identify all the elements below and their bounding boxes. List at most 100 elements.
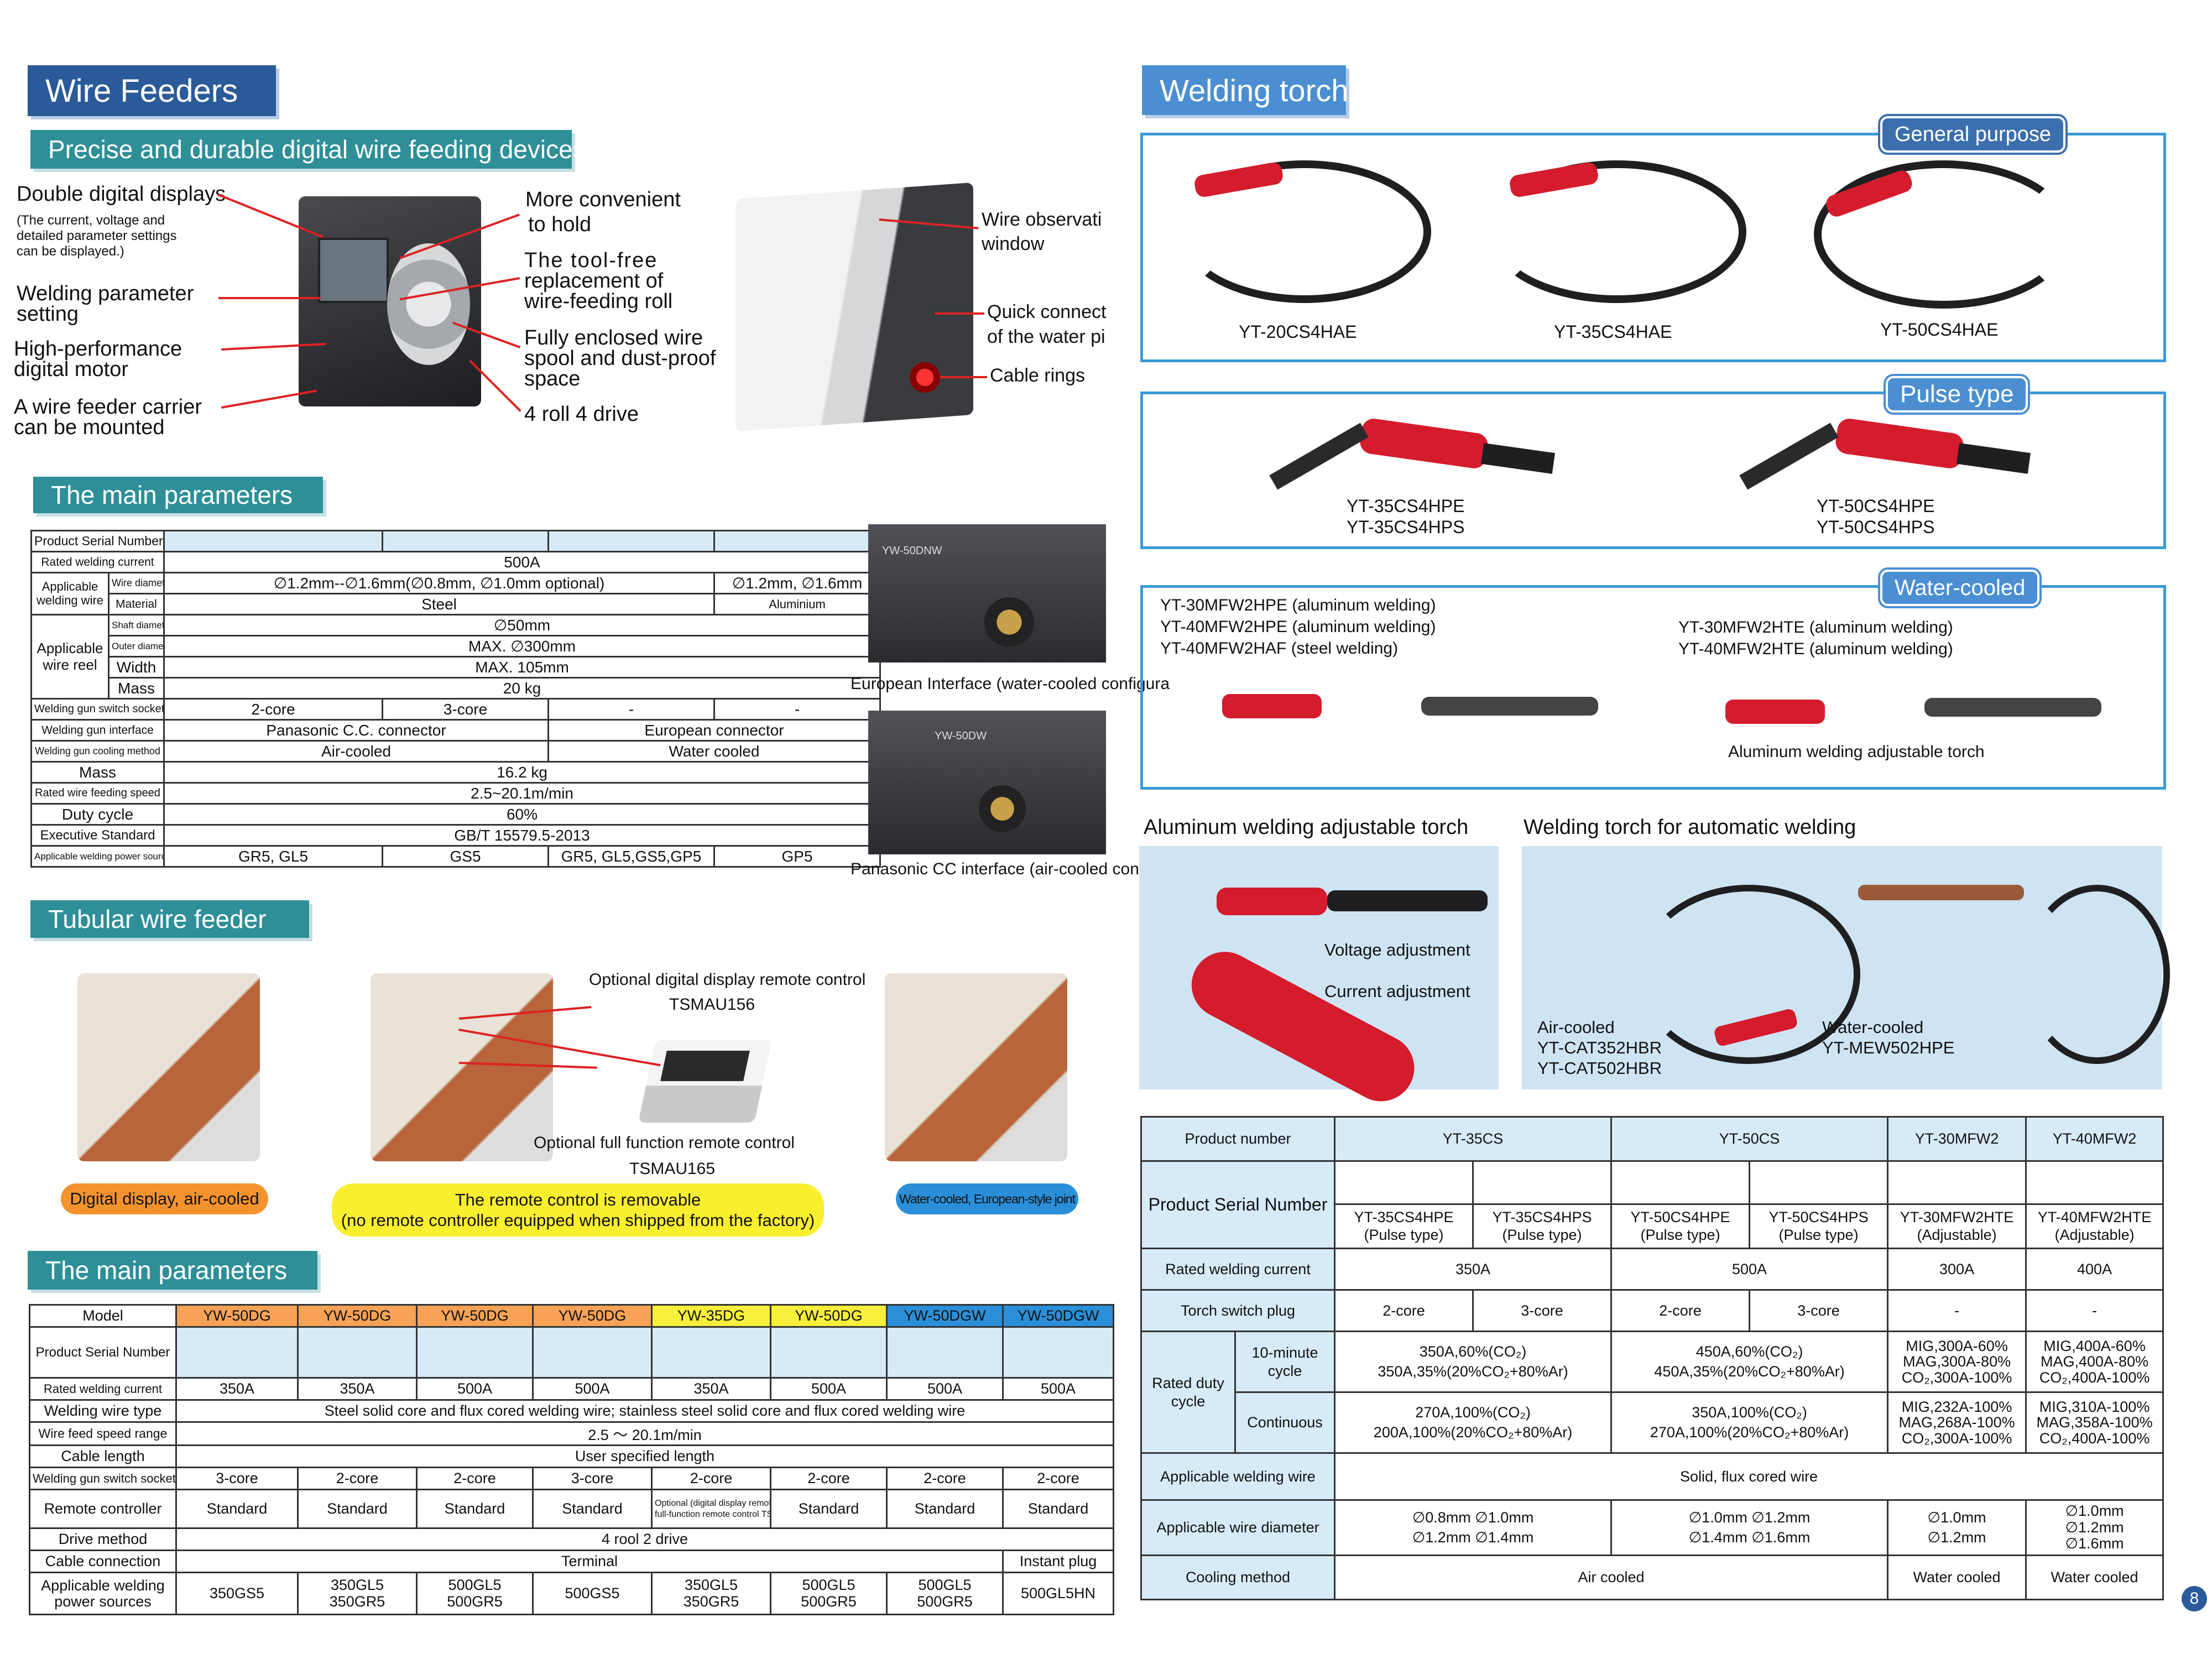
tag-pulse-type: Pulse type (1886, 376, 2028, 413)
cell-value: GS5 (382, 845, 549, 868)
cell-value: - (713, 698, 881, 721)
pill-remote-line1: The remote control is removable (455, 1190, 701, 1209)
cell-value: Optional (digital display remote control… (651, 1489, 771, 1529)
s: YT-40MFW2HTE (2037, 1209, 2152, 1226)
feeder-display-panel (318, 238, 389, 303)
model-air-2: YT-CAT502HBR (1537, 1058, 1662, 1078)
cell-value: 350A (651, 1377, 771, 1401)
cell-serial (297, 1326, 418, 1379)
cell-serial (416, 1326, 534, 1379)
wire-spool (387, 243, 470, 365)
wire-feeders-header: Wire Feeders (28, 65, 276, 116)
label-tool-free: The tool-free (524, 249, 658, 272)
cell-label: Cable connection (29, 1550, 177, 1573)
pointer-line (940, 376, 987, 378)
pill-remote-removable: The remote control is removable (no remo… (332, 1183, 824, 1237)
cell-value: Water cooled (547, 740, 881, 763)
cell-value: 300A (1887, 1248, 2027, 1291)
label-motor-2: digital motor (14, 358, 128, 381)
cell-value: Standard (1002, 1489, 1114, 1529)
cell-value: 2-core (770, 1467, 888, 1490)
d: CO₂,300A-100% (1901, 1369, 2012, 1386)
s: (Adjustable) (2054, 1226, 2135, 1243)
cell-value: Air-cooled (163, 740, 549, 763)
d: CO₂,300A-100% (1901, 1430, 2012, 1447)
cell-label: Duty cycle (30, 803, 165, 826)
cell-label: Applicable wire reel (30, 614, 109, 700)
wire-feeder-silver-photo (735, 182, 973, 432)
cell-value: GB/T 15579.5-2013 (163, 824, 881, 847)
dm: ∅1.0mm (2065, 1502, 2124, 1519)
d: 200A,100%(20%CO₂+80%Ar) (1373, 1423, 1573, 1441)
d: CO₂,400A-100% (2039, 1369, 2150, 1386)
cell-label: Welding gun switch socket (30, 698, 165, 721)
model-g3: YT-50CS4HAE (1880, 320, 1999, 340)
cell-value: 500GS5 (532, 1572, 653, 1615)
pulse-type-frame (1140, 392, 2166, 549)
cell-value: YT-35CS4HPS(Pulse type) (1472, 1203, 1613, 1249)
cell-head: YT-40MFW2 (2025, 1116, 2164, 1162)
pw: 500GL5 (448, 1576, 502, 1593)
cell-serial (770, 1326, 888, 1379)
torch-cable (1421, 697, 1598, 716)
cell-value: 350A,60%(CO₂)350A,35%(20%CO₂+80%Ar) (1334, 1331, 1613, 1393)
cell-value: Standard (416, 1489, 534, 1529)
cell-value: GR5, GL5,GS5,GP5 (547, 845, 715, 868)
torch-cable (1924, 698, 2101, 717)
page-number-badge: 8 (2182, 1586, 2207, 1611)
cell-value: ∅1.0mm ∅1.2mm∅1.4mm ∅1.6mm (1610, 1499, 1889, 1556)
cell-value: ∅50mm (163, 614, 881, 637)
s: YT-35CS4HPS (1492, 1209, 1592, 1226)
cell-label: Applicable wire diameter (1140, 1499, 1336, 1556)
label-welding-parameter: Welding parameter (17, 282, 194, 305)
model-g2: YT-35CS4HAE (1554, 322, 1672, 342)
welding-torch-header: Welding torch (1142, 65, 1348, 115)
label-wire-observation-2: window (982, 233, 1045, 254)
label-cable-rings: Cable rings (990, 365, 1085, 386)
pw: 350GR5 (683, 1593, 739, 1610)
cell-value: ∅1.0mm∅1.2mm (1887, 1499, 2027, 1556)
dm: ∅1.6mm (2065, 1535, 2124, 1552)
d: MAG,268A-100% (1898, 1414, 2015, 1431)
cell-value: 500A (1610, 1248, 1889, 1291)
model-w6: Aluminum welding adjustable torch (1728, 743, 1985, 761)
cell-serial (175, 1326, 299, 1379)
cell-value: 3-core (382, 698, 549, 721)
cell-serial (1334, 1160, 1474, 1205)
tubular-feeder-photo-2 (371, 973, 553, 1161)
cell-value: YW-50DGW (1002, 1304, 1114, 1328)
precise-subheader: Precise and durable digital wire feeding… (30, 130, 586, 169)
cell-value: Water cooled (1887, 1554, 2027, 1600)
label-hold-2: to hold (528, 213, 592, 236)
cell-value: 500A (886, 1377, 1004, 1401)
s: (Pulse type) (1778, 1226, 1859, 1243)
cell-serial (713, 530, 881, 552)
cell-label: Rated welding current (1140, 1248, 1336, 1291)
cell-value: - (2025, 1289, 2164, 1332)
cell-value: 16.2 kg (163, 761, 881, 784)
pw: 350GR5 (329, 1593, 385, 1610)
cell-value: 2-core (886, 1467, 1004, 1490)
d: MIG,310A-100% (2039, 1398, 2150, 1415)
cell-label: Wire diameter (108, 572, 165, 594)
cell-value: 2-core (1334, 1289, 1474, 1332)
d: MAG,300A-80% (1903, 1353, 2011, 1370)
cell-value: MIG,232A-100%MAG,268A-100%CO₂,300A-100% (1887, 1391, 2027, 1454)
cell-value: 3-core (175, 1467, 299, 1490)
cell-value: ∅0.8mm ∅1.0mm∅1.2mm ∅1.4mm (1334, 1499, 1613, 1556)
label-motor: High-performance (14, 337, 182, 361)
cell-label: Wire feed speed range (29, 1421, 177, 1446)
cell-serial (1002, 1326, 1114, 1379)
label-current-adjustment: Current adjustment (1324, 982, 1470, 1001)
main-parameters-header-2: The main parameters (28, 1251, 317, 1290)
pointer-line (935, 312, 984, 315)
cell-label: Executive Standard (30, 824, 165, 847)
cell-value: 270A,100%(CO₂)200A,100%(20%CO₂+80%Ar) (1334, 1391, 1613, 1454)
cell-label: Rated duty cycle (1140, 1331, 1236, 1454)
pill-remote-line2: (no remote controller equipped when ship… (341, 1211, 815, 1230)
cell-serial (651, 1326, 771, 1379)
cell-value: Water cooled (2025, 1554, 2164, 1600)
cell-header: Product Serial Number (30, 530, 165, 552)
